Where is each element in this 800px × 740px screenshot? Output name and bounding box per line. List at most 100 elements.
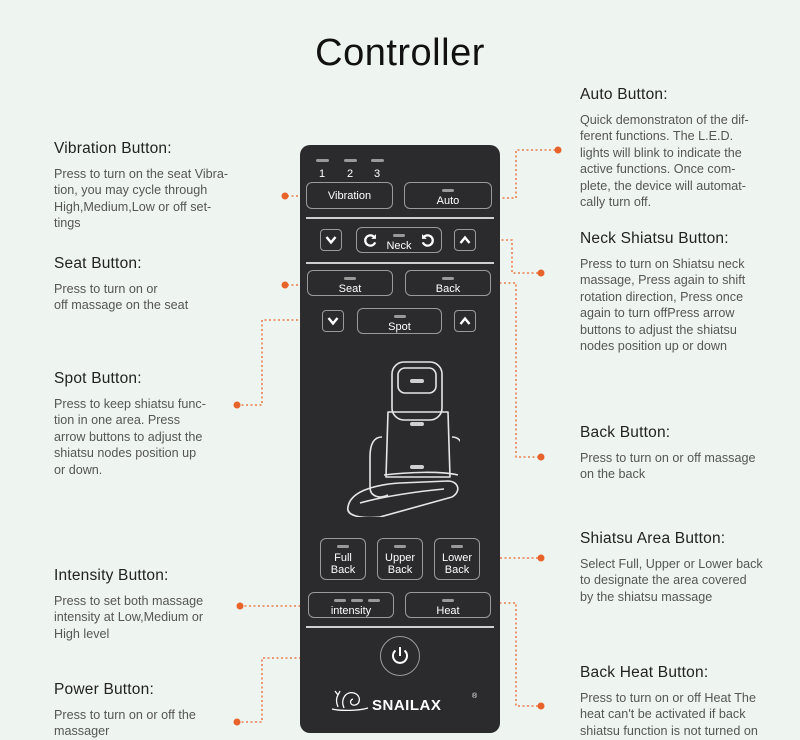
- auto-label: Auto: [436, 195, 460, 207]
- full-back-label-line1: Full: [334, 552, 352, 564]
- seat-button[interactable]: Seat: [307, 270, 393, 296]
- text-line: on the back: [580, 467, 646, 482]
- back-label: Back: [435, 283, 461, 295]
- text-line: shiatsu nodes position up: [54, 446, 197, 461]
- massage-seat-icon: [347, 361, 460, 517]
- neck-led: [393, 234, 405, 237]
- text-line: Press to set both massage: [54, 594, 204, 608]
- intensity-led-1: [334, 599, 346, 602]
- full-back-led: [337, 545, 349, 548]
- callout-shiatsu-area: Shiatsu Area Button: Select Full, Upper …: [580, 530, 763, 605]
- text-line: tings: [54, 216, 81, 231]
- callout-back: Back Button: Press to turn on or off mas…: [580, 424, 755, 483]
- callout-intensity: Intensity Button: Press to set both mass…: [54, 567, 203, 642]
- level-led-2: [344, 159, 357, 162]
- divider: [306, 626, 494, 628]
- text-line: lights will blink to indicate the: [580, 145, 742, 160]
- power-icon: [392, 647, 408, 664]
- callout-back-heat: Back Heat Button: Press to turn on or of…: [580, 664, 758, 739]
- text-line: or down.: [54, 462, 103, 477]
- text-line: Press to turn on or off Heat The: [580, 691, 756, 705]
- callout-text: Press to turn on or off Heat The heat ca…: [580, 690, 758, 739]
- text-line: Press to turn on or: [54, 282, 158, 296]
- lower-back-label-line1: Lower: [442, 552, 472, 564]
- text-line: off massage on the seat: [54, 298, 189, 313]
- chevron-up-icon: [459, 316, 471, 325]
- lower-back-label-line2: Back: [444, 564, 470, 576]
- level-led-1: [316, 159, 329, 162]
- neck-label: Neck: [386, 240, 412, 252]
- level-label-3: 3: [374, 168, 381, 180]
- callout-text: Press to turn on or off massage on the s…: [54, 281, 188, 314]
- callout-neck: Neck Shiatsu Button: Press to turn on Sh…: [580, 230, 745, 354]
- callout-title: Vibration Button:: [54, 140, 172, 157]
- upper-back-button[interactable]: Upper Back: [377, 538, 423, 580]
- chevron-up-icon: [459, 235, 471, 244]
- neck-down-button[interactable]: [320, 229, 342, 251]
- callout-title: Auto Button:: [580, 86, 668, 103]
- heat-button[interactable]: Heat: [405, 592, 491, 618]
- spot-led: [393, 315, 406, 318]
- text-line: plete, the device will automat-: [580, 178, 746, 193]
- text-line: ferent functions. The L.E.D.: [580, 129, 734, 144]
- intensity-button[interactable]: intensity: [308, 592, 394, 618]
- callout-text: Press to turn on the seat Vibra- tion, y…: [54, 166, 228, 232]
- full-back-button[interactable]: Full Back: [320, 538, 366, 580]
- auto-button[interactable]: Auto: [404, 182, 492, 209]
- text-line: tion in one area. Press: [54, 413, 181, 428]
- callout-text: Select Full, Upper or Lower back to desi…: [580, 556, 763, 605]
- callout-title: Back Heat Button:: [580, 664, 709, 681]
- upper-back-led: [394, 545, 406, 548]
- intensity-led-2: [351, 599, 363, 602]
- level-label-2: 2: [347, 168, 354, 180]
- neck-up-button[interactable]: [454, 229, 476, 251]
- text-line: intensity at Low,Medium or: [54, 610, 204, 625]
- back-button[interactable]: Back: [405, 270, 491, 296]
- seat-led: [344, 277, 356, 280]
- heat-led: [442, 599, 454, 602]
- spot-button[interactable]: Spot: [357, 308, 442, 334]
- intensity-label: intensity: [330, 605, 372, 617]
- divider: [306, 262, 494, 264]
- text-line: Select Full, Upper or Lower back: [580, 557, 763, 571]
- page-title: Controller: [315, 32, 485, 74]
- heat-label: Heat: [436, 605, 460, 617]
- text-line: Press to keep shiatsu func-: [54, 397, 206, 411]
- text-line: shiatsu function is not turned on: [580, 723, 758, 738]
- callout-seat: Seat Button: Press to turn on or off mas…: [54, 255, 188, 314]
- lower-back-led: [451, 545, 463, 548]
- intensity-led-3: [368, 599, 380, 602]
- controller-panel: 1 2 3 Vibration Auto Neck Seat Back: [300, 145, 500, 733]
- callout-power: Power Button: Press to turn on or off th…: [54, 681, 196, 740]
- text-line: again to turn offPress arrow: [580, 306, 735, 321]
- vibration-label: Vibration: [327, 190, 372, 202]
- neck-button[interactable]: Neck: [356, 227, 442, 253]
- text-line: active functions. Once com-: [580, 162, 736, 177]
- full-back-label-line2: Back: [330, 564, 356, 576]
- lower-back-button[interactable]: Lower Back: [434, 538, 480, 580]
- callout-text: Press to set both massage intensity at L…: [54, 593, 203, 642]
- callout-text: Press to turn on or off the massager: [54, 707, 196, 740]
- spot-down-button[interactable]: [322, 310, 344, 332]
- auto-led: [442, 189, 454, 192]
- text-line: tion, you may cycle through: [54, 183, 208, 198]
- callout-title: Spot Button:: [54, 370, 142, 387]
- vibration-button[interactable]: Vibration: [306, 182, 393, 209]
- divider: [306, 217, 494, 219]
- callout-title: Neck Shiatsu Button:: [580, 230, 729, 247]
- text-line: Quick demonstraton of the dif-: [580, 113, 749, 127]
- spot-up-button[interactable]: [454, 310, 476, 332]
- callout-title: Power Button:: [54, 681, 154, 698]
- text-line: buttons to adjust the shiatsu: [580, 322, 737, 337]
- text-line: rotation direction, Press once: [580, 289, 744, 304]
- text-line: Press to turn on or off massage: [580, 451, 756, 465]
- text-line: arrow buttons to adjust the: [54, 429, 203, 444]
- upper-back-label-line1: Upper: [385, 552, 415, 564]
- callout-vibration: Vibration Button: Press to turn on the s…: [54, 140, 228, 232]
- text-line: nodes position up or down: [580, 339, 728, 354]
- rotate-left-icon: [364, 234, 377, 247]
- brand-name: SNAILAX: [372, 697, 442, 714]
- power-button[interactable]: [380, 636, 420, 676]
- callout-text: Press to turn on Shiatsu neck massage, P…: [580, 256, 745, 354]
- text-line: Press to turn on Shiatsu neck: [580, 257, 745, 271]
